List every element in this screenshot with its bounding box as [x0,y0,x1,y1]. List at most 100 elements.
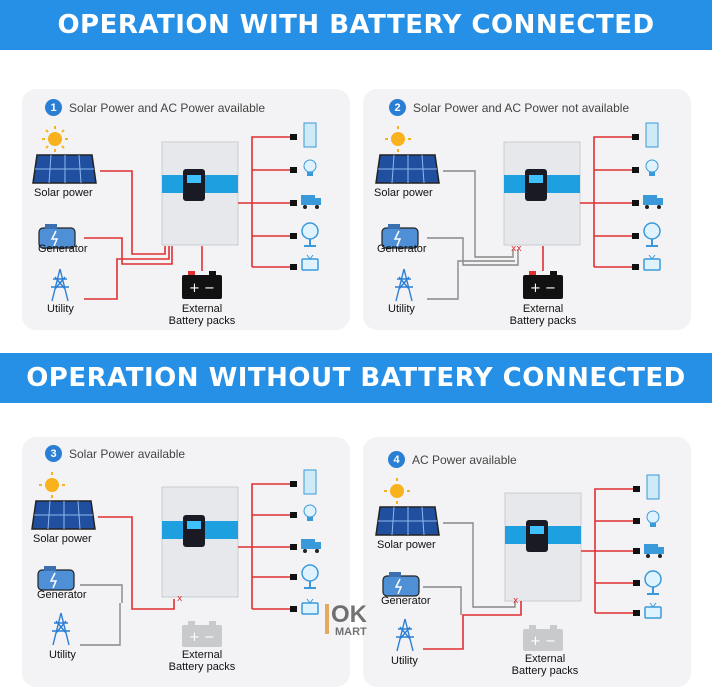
utility-tower-icon [395,268,413,302]
solar-panel-icon [32,154,97,184]
fridge-icon [303,122,317,148]
panel-title-text: Solar Power and AC Power not available [413,100,630,115]
sun-icon [384,478,410,504]
svg-text:MART: MART [335,626,367,638]
utility-label: Utility [388,303,415,315]
panel-title-text: Solar Power and AC Power available [69,100,266,115]
generator-label: Generator [377,243,427,255]
generator-label: Generator [38,243,88,255]
panel-1: 1 Solar Power and AC Power available [22,89,350,330]
solar-panel-icon [31,500,96,530]
generator-icon [37,566,75,591]
fan-icon [643,222,661,247]
svg-text:+ −: + − [530,281,556,296]
battery-label-line2: Battery packs [509,315,577,327]
battery-label-line2: Battery packs [511,665,579,677]
wiring-diagram: + − x [31,469,321,647]
okmart-logo-watermark: OK MART [325,601,368,638]
battery-icon: + − [182,621,222,647]
disconnect-mark: xx [511,244,522,254]
tv-icon [301,598,319,615]
utility-tower-icon [51,268,69,302]
solar-power-label: Solar power [33,533,92,545]
fan-icon [301,222,319,247]
utility-label: Utility [47,303,74,315]
sun-icon [385,126,411,152]
battery-label: External Battery packs [495,653,595,677]
light-bulb-icon [645,159,659,176]
banner-with-battery: OPERATION WITH BATTERY CONNECTED [0,0,712,50]
svg-text:+ −: + − [189,281,215,296]
panel-title: 2 Solar Power and AC Power not available [389,99,629,116]
generator-label: Generator [381,595,431,607]
sun-icon [39,472,65,498]
battery-label: External Battery packs [152,649,252,673]
panel-title: 1 Solar Power and AC Power available [45,99,265,116]
truck-icon [301,195,321,209]
sun-icon [42,126,68,152]
utility-tower-icon [52,612,70,646]
solar-power-label: Solar power [34,187,93,199]
battery-label: External Battery packs [493,303,593,327]
inverter-icon [504,492,582,602]
battery-icon: + − [523,625,563,651]
panel-title-text: Solar Power available [69,446,186,461]
wiring-diagram: + − [32,122,321,302]
fridge-icon [646,474,660,500]
wiring-diagram: + − xx [375,122,663,302]
generator-icon [38,224,76,249]
disconnect-mark: x [513,596,519,606]
panel-3: 3 Solar Power available [22,437,350,687]
svg-text:+ −: + − [530,634,556,649]
inverter-icon [161,141,239,246]
step-number: 2 [389,99,406,116]
truck-icon [644,544,664,558]
wiring-diagram: + − x [375,474,664,652]
generator-icon [381,224,419,249]
tv-icon [643,254,661,271]
panel-4: 4 AC Power available [363,437,691,687]
battery-label-line2: Battery packs [168,315,236,327]
battery-label-line2: Battery packs [168,661,236,673]
step-number: 3 [45,445,62,462]
solar-power-label: Solar power [377,539,436,551]
disconnect-mark: x [177,594,183,604]
fan-icon [301,564,319,589]
panel-title: 4 AC Power available [388,451,517,468]
light-bulb-icon [303,159,317,176]
battery-icon: + − [523,271,563,299]
battery-label-line1: External [181,649,223,661]
inverter-icon [503,141,581,246]
battery-icon: + − [182,271,222,299]
battery-label: External Battery packs [152,303,252,327]
panel-2: 2 Solar Power and AC Power not available [363,89,691,330]
step-number: 1 [45,99,62,116]
generator-icon [382,572,420,597]
truck-icon [301,539,321,553]
solar-panel-icon [375,506,440,536]
svg-text:+ −: + − [189,630,215,645]
light-bulb-icon [646,510,660,527]
panel-title-text: AC Power available [412,452,517,467]
truck-icon [643,195,663,209]
battery-label-line1: External [181,303,223,315]
generator-label: Generator [37,589,87,601]
battery-label-line1: External [522,303,564,315]
utility-tower-icon [396,618,414,652]
tv-icon [644,602,662,619]
banner-without-battery: OPERATION WITHOUT BATTERY CONNECTED [0,353,712,403]
battery-label-line1: External [524,653,566,665]
solar-power-label: Solar power [374,187,433,199]
panel-title: 3 Solar Power available [45,445,185,462]
fan-icon [644,570,662,595]
utility-label: Utility [391,655,418,667]
solar-panel-icon [375,154,440,184]
tv-icon [301,254,319,271]
inverter-icon [161,486,239,598]
svg-text:OK: OK [331,601,368,628]
light-bulb-icon [303,504,317,521]
fridge-icon [303,469,317,495]
fridge-icon [645,122,659,148]
step-number: 4 [388,451,405,468]
utility-label: Utility [49,649,76,661]
